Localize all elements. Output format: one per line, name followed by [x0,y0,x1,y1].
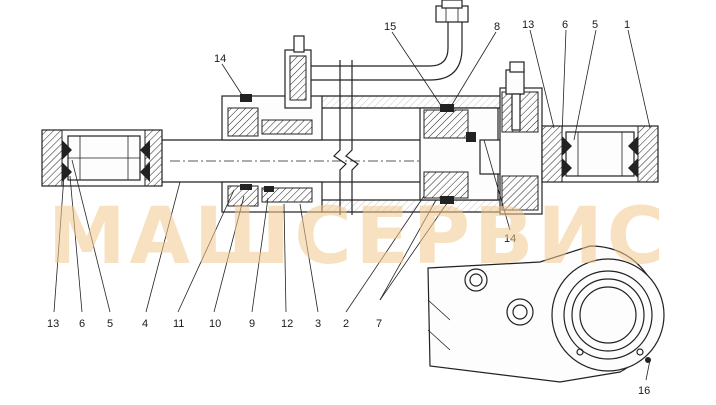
right-eye [541,125,659,183]
callout-12: 12 [281,318,293,330]
callout-14-top: 14 [214,53,226,65]
callout-11: 11 [173,318,184,330]
callout-13-left: 13 [47,318,59,330]
callout-5-right: 5 [592,19,598,31]
callout-9: 9 [249,318,255,330]
callout-6-left: 6 [79,318,85,330]
callout-14-right: 14 [504,233,516,245]
callout-1: 1 [624,19,630,31]
callout-2: 2 [343,318,349,330]
callout-6-right: 6 [562,19,568,31]
gland-head [221,35,323,213]
callout-7: 7 [376,318,382,330]
callout-4: 4 [142,318,148,330]
callout-15: 15 [384,21,396,33]
leader-lines [53,29,651,381]
bottom-cap [499,61,543,215]
callout-16: 16 [638,385,650,397]
detail-view [427,245,665,383]
callout-10: 10 [209,318,221,330]
left-eye [41,129,163,187]
callout-8: 8 [494,21,500,33]
callout-labels: 13 6 5 4 11 10 9 12 3 2 7 14 15 8 13 6 5… [47,19,650,397]
piston-rod [162,139,425,183]
cylinder-tube [311,0,501,215]
callout-5-left: 5 [107,318,113,330]
callout-13-right: 13 [522,19,534,31]
callout-3: 3 [315,318,321,330]
